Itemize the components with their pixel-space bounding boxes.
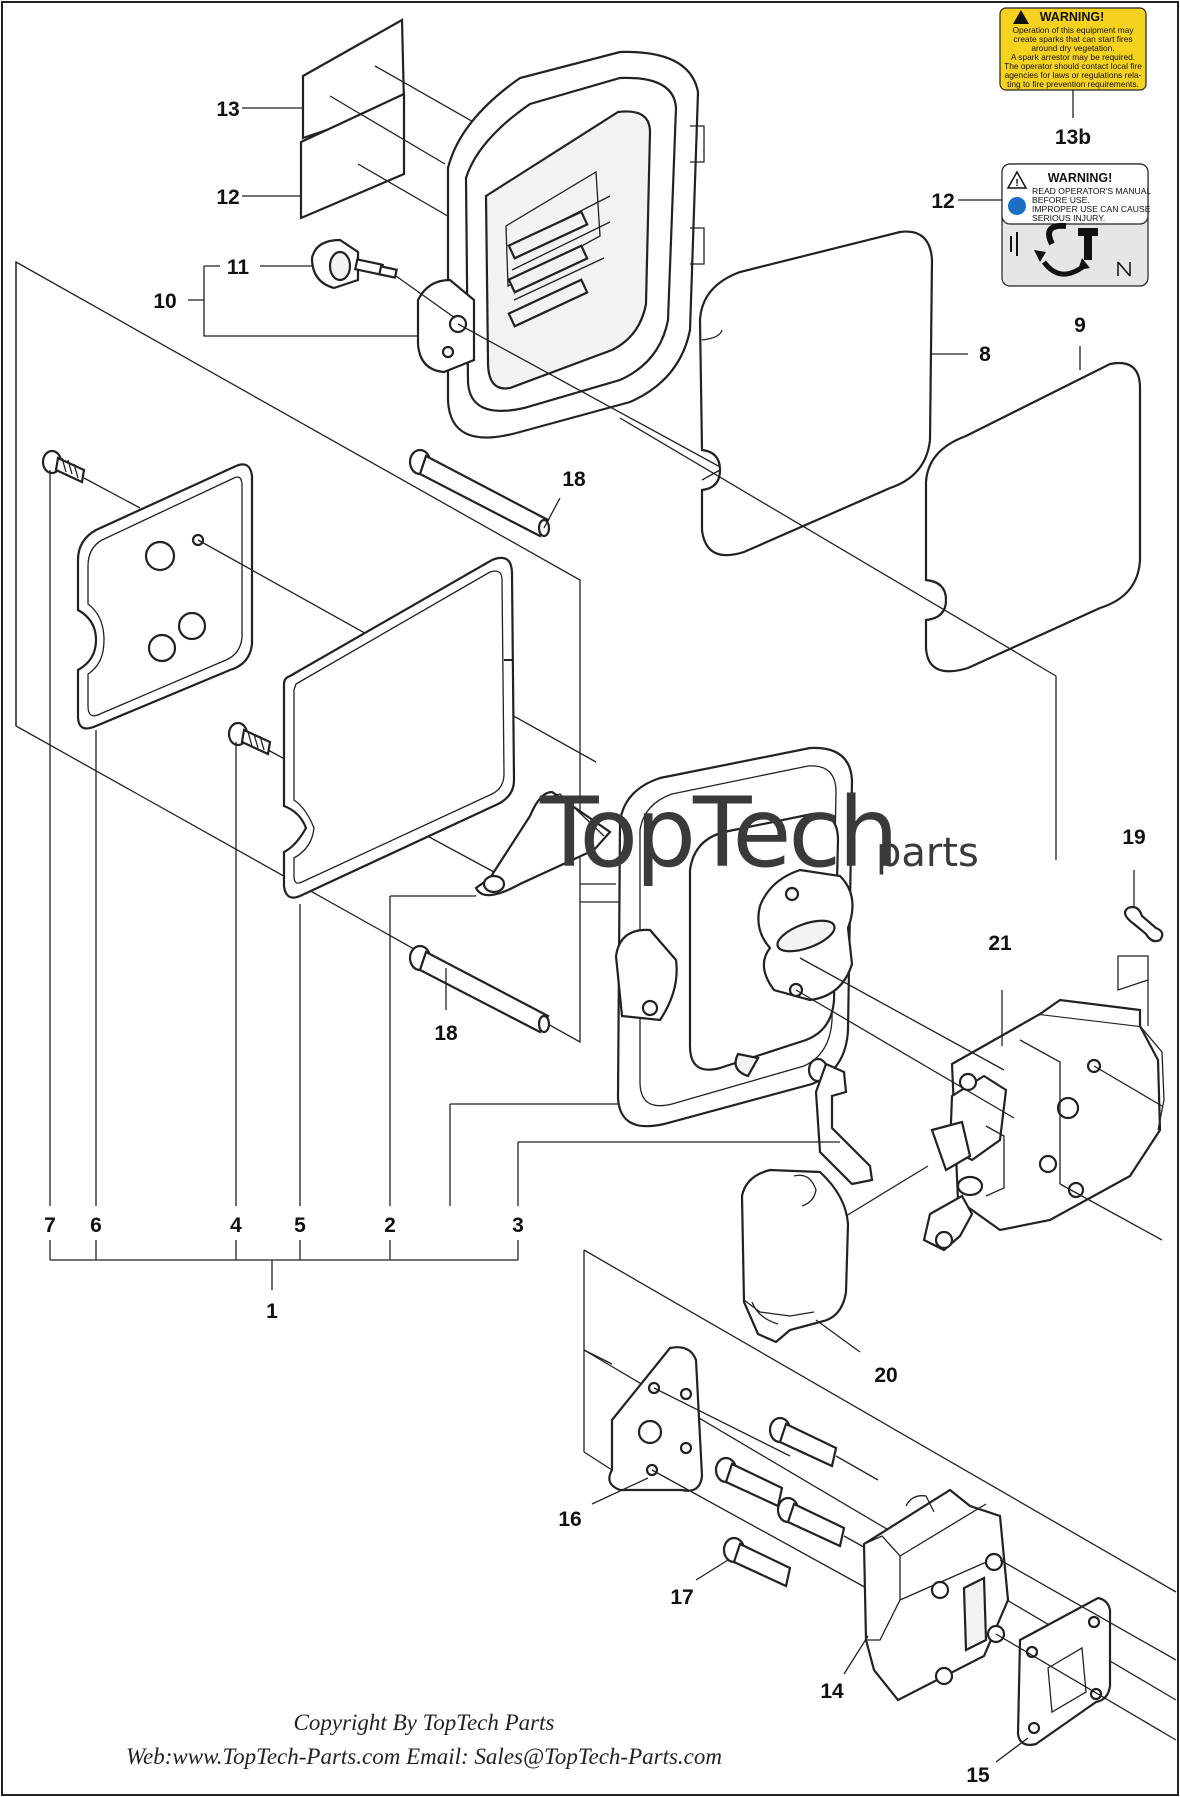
- watermark-sub: parts: [876, 830, 979, 876]
- callout-1: 1: [266, 1300, 278, 1323]
- callout-16: 16: [558, 1508, 581, 1531]
- gasket-16: [608, 1346, 704, 1492]
- intake-adapter-14: [862, 1488, 1010, 1702]
- warning-triangle-icon: [1006, 170, 1028, 189]
- callout-3: 3: [512, 1214, 524, 1237]
- callout-21: 21: [988, 932, 1012, 955]
- gasket-6: [76, 463, 254, 730]
- bracket-2: [474, 790, 612, 897]
- callout-2: 2: [384, 1214, 396, 1237]
- warning-13b-line: around dry vegetation.: [1031, 43, 1114, 53]
- warning-13b-heading: WARNING!: [1040, 10, 1105, 24]
- callout-20: 20: [874, 1364, 897, 1387]
- copyright-line: Copyright By TopTech Parts: [294, 1710, 555, 1735]
- callout-13b: 13b: [1055, 126, 1091, 149]
- manual-icon: [1008, 197, 1026, 215]
- toptech-watermark: TopTech parts: [539, 777, 979, 889]
- warning-13b-line: agencies for laws or regulations rela-: [1005, 70, 1142, 80]
- callout-12: 12: [216, 186, 239, 209]
- callout-15: 15: [966, 1764, 990, 1787]
- callout-12-label: 12: [931, 190, 954, 213]
- warning-12-line: IMPROPER USE CAN CAUSE: [1032, 204, 1151, 214]
- choke-lever-3: [807, 1057, 874, 1186]
- choke-pictogram-icon: [1010, 222, 1131, 277]
- warning-triangle-icon: [1013, 10, 1029, 24]
- bolt-18-middle: [408, 944, 551, 1034]
- callout-7: 7: [44, 1214, 56, 1237]
- callout-11: 11: [227, 256, 250, 279]
- callout-10: 10: [153, 290, 176, 313]
- contact-line: Web:www.TopTech-Parts.com Email: Sales@T…: [126, 1744, 722, 1769]
- callout-18-middle: 18: [434, 1022, 458, 1045]
- screw-7: [41, 449, 86, 484]
- warning-13b-line: A spark arrestor may be required.: [1011, 52, 1135, 62]
- warning-12-heading: WARNING!: [1048, 171, 1113, 185]
- air-filter-element-9: [924, 361, 1142, 673]
- watermark-logo: TopTech: [539, 777, 896, 889]
- svg-text:!: !: [1015, 178, 1018, 189]
- screw-4: [227, 721, 272, 756]
- callout-18-top: 18: [562, 468, 586, 491]
- callout-17: 17: [670, 1586, 693, 1609]
- seal-gasket-5: [282, 556, 516, 899]
- warning-13b-line: The operator should contact local fire: [1004, 61, 1142, 71]
- carburetor-21: [922, 998, 1165, 1252]
- air-filter-cover: [416, 50, 705, 439]
- warning-label-13b: WARNING! Operation of this equipment may…: [999, 7, 1147, 91]
- lower-alignment-frame: [583, 1249, 1177, 1593]
- warning-13b-line: create sparks that can start fires: [1013, 34, 1132, 44]
- warning-12-line: BEFORE USE.: [1032, 195, 1090, 205]
- warning-label-12: ! WARNING! READ OPERATOR'S MANUAL BEFORE…: [1001, 163, 1151, 287]
- callout-19: 19: [1122, 826, 1145, 849]
- callout-9: 9: [1074, 314, 1086, 337]
- carburetor-cover-20: [740, 1168, 850, 1344]
- air-filter-element-8: [698, 230, 934, 557]
- callout-6: 6: [90, 1214, 102, 1237]
- clip-19: [1124, 905, 1164, 943]
- callout-4: 4: [230, 1214, 242, 1237]
- warning-12-line: READ OPERATOR'S MANUAL: [1032, 186, 1151, 196]
- warning-13b-line: ting to fire prevention requirements.: [1007, 79, 1139, 89]
- callout-13: 13: [216, 98, 239, 121]
- gasket-15: [1016, 1596, 1112, 1746]
- cover-knob: [310, 238, 398, 290]
- screws-17: [714, 1416, 846, 1588]
- warning-12-line: SERIOUS INJURY.: [1032, 213, 1105, 223]
- callout-8: 8: [979, 343, 991, 366]
- assembly-bracket-1: [49, 1240, 519, 1290]
- callout-5: 5: [294, 1214, 306, 1237]
- carburetor-housing: [614, 746, 854, 1128]
- warning-13b-line: Operation of this equipment may: [1012, 25, 1134, 35]
- callout-14: 14: [820, 1680, 844, 1703]
